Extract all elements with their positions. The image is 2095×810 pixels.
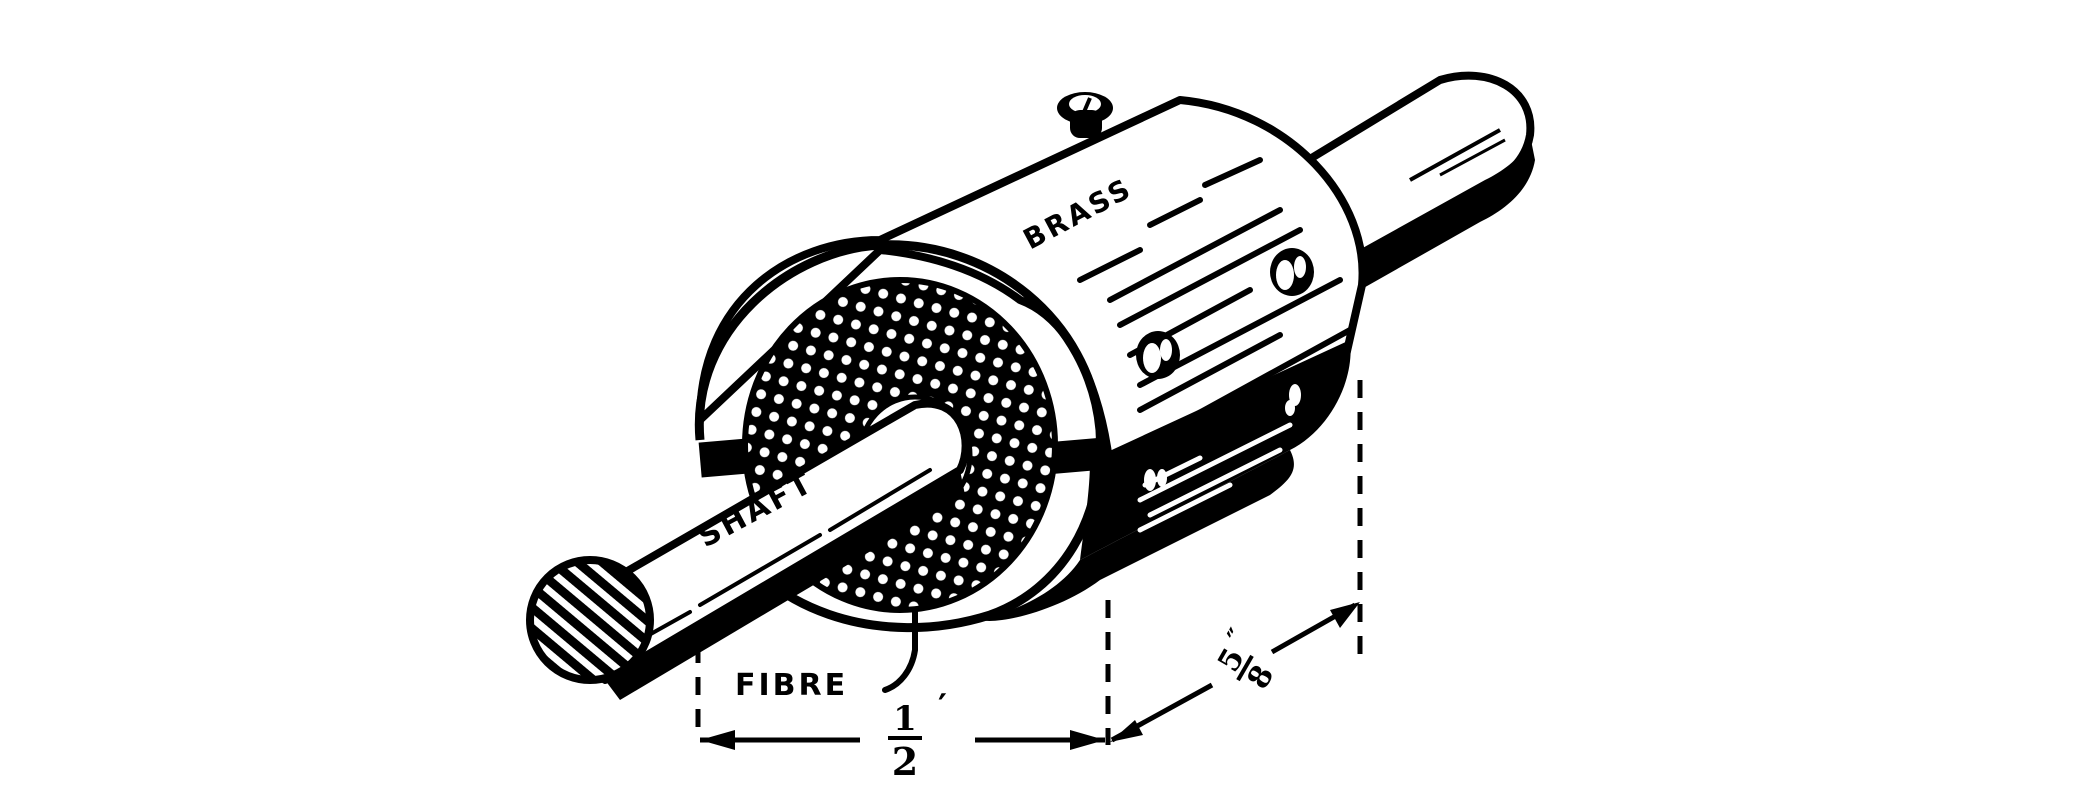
shaft-right-stub <box>1295 71 1535 290</box>
shaft <box>526 399 970 700</box>
clamp-screw-upper-right <box>1270 248 1314 296</box>
dimension-length-unit: ′ <box>938 687 947 727</box>
dimension-length: 1 2 ′ <box>888 687 947 784</box>
clamp-screw-upper-left <box>1136 331 1180 379</box>
label-fibre: FIBRE <box>735 668 848 703</box>
brass-shell <box>694 96 1367 633</box>
dimension-depth: 5 8 ″ <box>1211 624 1281 695</box>
dimension-length-denominator: 2 <box>892 739 918 784</box>
clamp-screw-lower-right <box>1285 384 1301 416</box>
dimension-depth-unit: ″ <box>1222 624 1254 649</box>
dimension-length-numerator: 1 <box>893 699 917 739</box>
set-screw-top <box>1057 92 1113 138</box>
dimension-arrowheads <box>700 602 1360 750</box>
clamp-screw-lower-left <box>1144 469 1167 491</box>
